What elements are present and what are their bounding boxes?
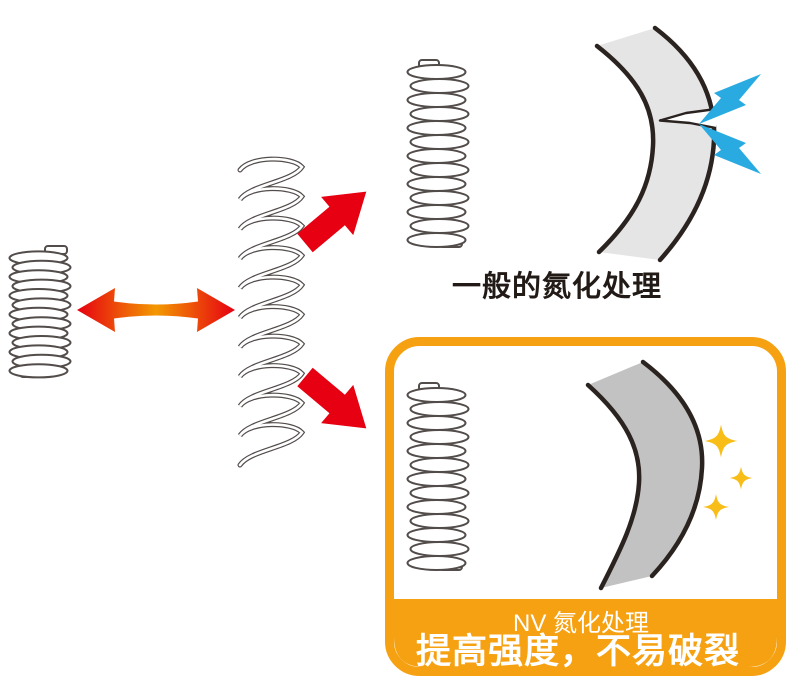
spring-coil-turn [406,64,467,80]
compressed-spring-icon [8,245,72,379]
spring-coil-turn [406,415,467,431]
spring-coil-turn [409,429,470,445]
spring-coil-turn [406,527,467,543]
crack-icon [658,107,717,130]
spring-coil-turn [406,471,467,487]
spring-coil-turn [409,485,470,501]
spring-coil-turn [406,555,467,571]
spring-coil-turn [409,134,470,150]
spring-coil-turn [406,204,467,220]
nv-box-footer [394,599,777,667]
nv-spring-coil [406,387,470,571]
stretch-double-arrow-icon [77,288,235,332]
cracked-arc-inner-edge [594,43,656,255]
spring-coil-turn [406,176,467,192]
spring-coil-turn [406,120,467,136]
intact-arc-inner-edge [585,382,642,591]
spring-coil-turn [409,513,470,529]
nv-caption: NV 氮化处理 [513,610,649,637]
nv-benefit-caption: 提高强度，不易破裂 [416,632,740,671]
spring-coil-turn [409,401,470,417]
result-arrow-icon-upper [288,172,383,263]
intact-arc-fill [588,362,703,588]
spring-coil-turn [409,541,470,557]
stretched-spring-highlight [238,157,304,467]
cracked-arc-fill [597,28,715,260]
intact-arc-outer-edge [640,359,705,579]
general-caption: 一般的氮化处理 [452,269,662,303]
spring-coil-turn [406,232,467,248]
nv-spring-icon [406,382,470,571]
general-spring-coil [406,64,470,248]
spring-coil-turn [409,457,470,473]
spring-coil-turn [406,92,467,108]
nv-box: NV 氮化处理 提高强度，不易破裂 [385,337,786,676]
spring-coil-turn [406,499,467,515]
spring-coil-turn [409,218,470,234]
cracked-arc-icon [594,25,717,263]
stretched-spring-icon [237,156,306,468]
sparkle-icon-medium [703,494,729,520]
intact-arc-icon [585,359,705,591]
spring-coil-turn [406,148,467,164]
left-spring-coil [8,250,72,379]
spring-coil-turn [409,78,470,94]
sparkle-icon-large [704,424,738,458]
spring-coil-turn [409,106,470,122]
general-result-group: 一般的氮化处理 [406,25,761,303]
sparkle-icon-small [729,466,753,490]
general-spring-icon [406,59,470,248]
spring-coil-turn [406,443,467,459]
spring-coil-turn [409,190,470,206]
spring-coil-turn [8,363,69,379]
nv-box-border [385,337,786,676]
spring-coil-turn [406,387,467,403]
spring-coil-turn [409,162,470,178]
